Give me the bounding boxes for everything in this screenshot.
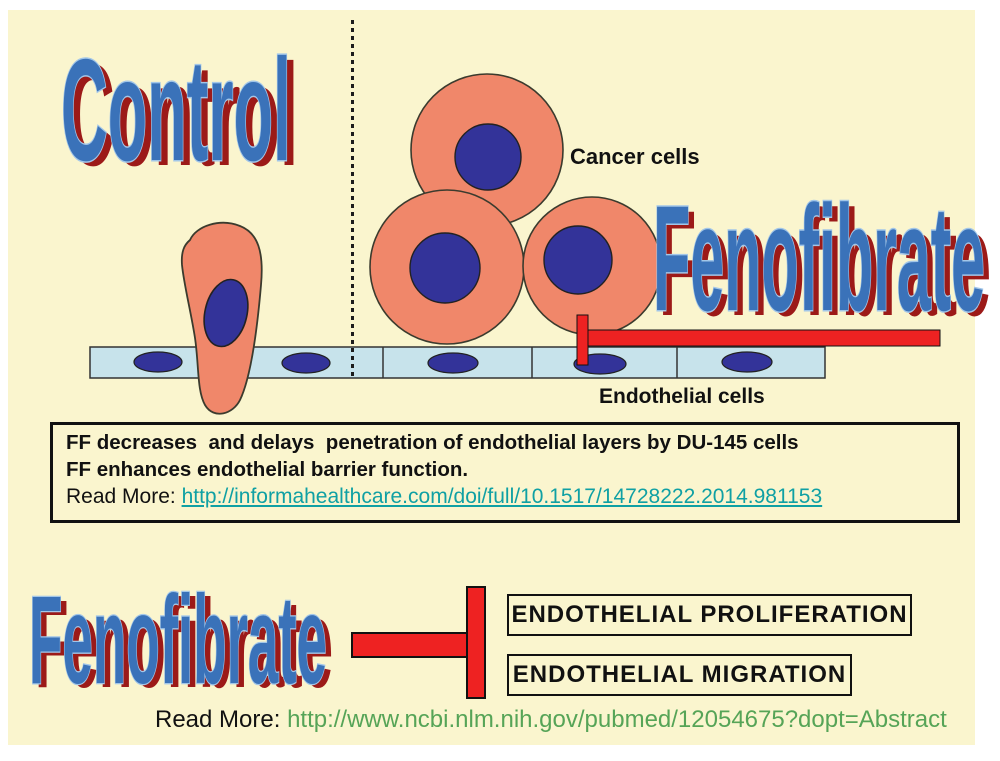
section-divider-dashed-line [351,20,354,378]
endothelial-nucleus [427,352,479,374]
cancer-cell-nucleus [454,123,522,191]
summary-line-1: FF decreases and delays penetration of e… [66,431,799,454]
inhibition-bar-top-icon [576,314,941,366]
endothelial-migration-box: ENDOTHELIAL MIGRATION [507,654,852,696]
cancer-cells-label: Cancer cells [570,144,700,169]
read-more-label: Read More: [66,485,182,508]
endothelial-nucleus [721,351,773,373]
fenofibrate-top-wordart: Fenofibrate Fenofibrate [652,182,992,327]
pubmed-link[interactable]: http://www.ncbi.nlm.nih.gov/pubmed/12054… [287,706,947,733]
cancer-cell-cluster [369,73,662,345]
penetrating-cancer-cell [180,221,263,415]
inhibition-bar-head [466,586,486,699]
inhibition-bar-head [576,314,589,366]
fenofibrate-top-shadow: Fenofibrate [659,182,991,327]
endothelial-proliferation-label: ENDOTHELIAL PROLIFERATION [511,601,908,628]
endothelial-nucleus [281,352,331,374]
cancer-cell-nucleus [543,225,613,295]
cancer-cell-nucleus [409,232,481,304]
penetrating-cell-nucleus [203,278,249,348]
fenofibrate-bottom-text: Fenofibrate [29,575,327,695]
fenofibrate-bottom-shadow: Fenofibrate [35,575,333,695]
summary-text-box: FF decreases and delays penetration of e… [50,422,960,523]
inhibition-bar-shaft [351,632,471,658]
control-wordart-text: Control [61,29,291,185]
informahealthcare-link[interactable]: http://informahealthcare.com/doi/full/10… [181,485,823,508]
inhibition-bar-shaft [582,329,941,347]
fenofibrate-top-text: Fenofibrate [653,182,985,327]
control-wordart-shadow: Control [68,34,298,185]
inhibition-bar-bottom-icon [351,586,486,699]
endothelial-migration-label: ENDOTHELIAL MIGRATION [512,661,847,688]
endothelial-nucleus [133,351,183,373]
endothelial-cells-label: Endothelial cells [599,385,765,408]
summary-line-2: FF enhances endothelial barrier function… [66,458,469,481]
footer-read-more-row: Read More: http://www.ncbi.nlm.nih.gov/p… [155,706,947,734]
read-more-label: Read More: [155,706,288,733]
summary-read-more-row: Read More: http://informahealthcare.com/… [66,483,944,511]
control-wordart: Control Control [60,28,299,186]
fenofibrate-bottom-wordart: Fenofibrate Fenofibrate [28,575,333,695]
endothelial-proliferation-box: ENDOTHELIAL PROLIFERATION [507,594,912,636]
